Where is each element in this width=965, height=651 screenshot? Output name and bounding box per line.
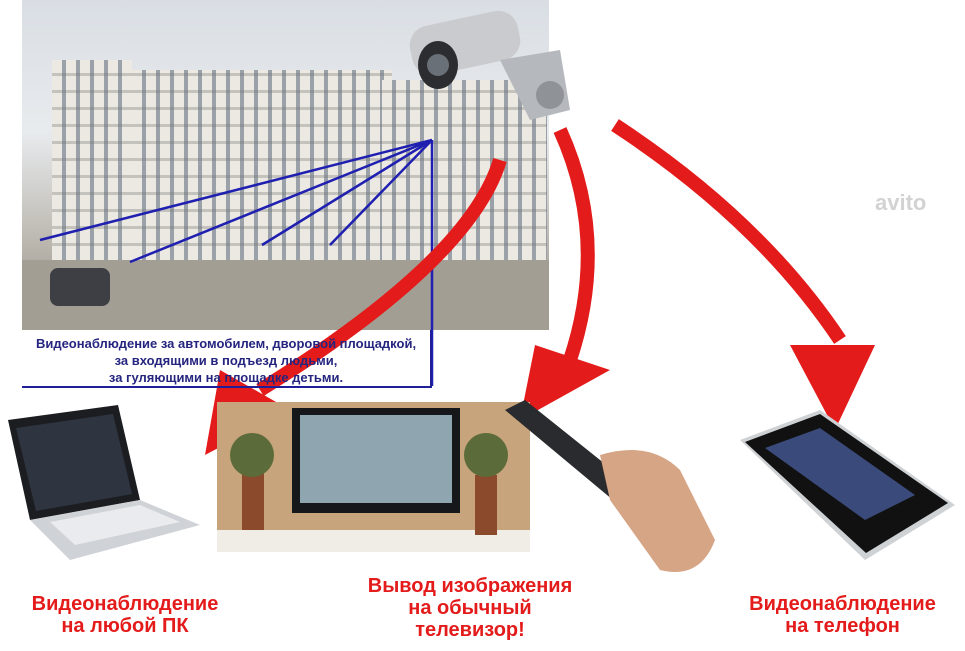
tv-label: Вывод изображения на обычный телевизор! [345,575,595,641]
caption-line: Видеонаблюдение за автомобилем, дворовой… [35,336,417,351]
caption-line: за входящими в подъезд людьми, [114,353,338,368]
caption-line: за гуляющими на площадке детьми. [108,370,344,385]
remote-control-icon [505,400,715,572]
watermark: avito [875,190,927,215]
tv-label-line: Вывод изображения [367,575,573,597]
courtyard-caption: Видеонаблюдение за автомобилем, дворовой… [22,330,432,388]
camera-sightlines [39,138,434,386]
pc-label: Видеонаблюдение на любой ПК [10,593,240,637]
tv-room-photo [217,402,530,552]
tv-label-line: на обычный [408,597,532,619]
arrow-to-pc [256,157,507,396]
arrow-head-tv [520,345,610,420]
phone-label-line: Видеонаблюдение [749,593,936,615]
security-camera-icon [409,10,570,120]
pc-label-line: Видеонаблюдение [31,593,219,615]
arrow-head-phone [790,345,875,430]
phone-label-line: на телефон [785,615,900,637]
phone-label: Видеонаблюдение на телефон [725,593,960,637]
smartphone-icon [740,410,955,560]
tv-label-line: телевизор! [415,619,525,641]
laptop-icon [8,405,200,560]
pc-label-line: на любой ПК [61,615,189,637]
arrow-to-phone [611,119,846,344]
arrow-to-tv [553,127,595,363]
